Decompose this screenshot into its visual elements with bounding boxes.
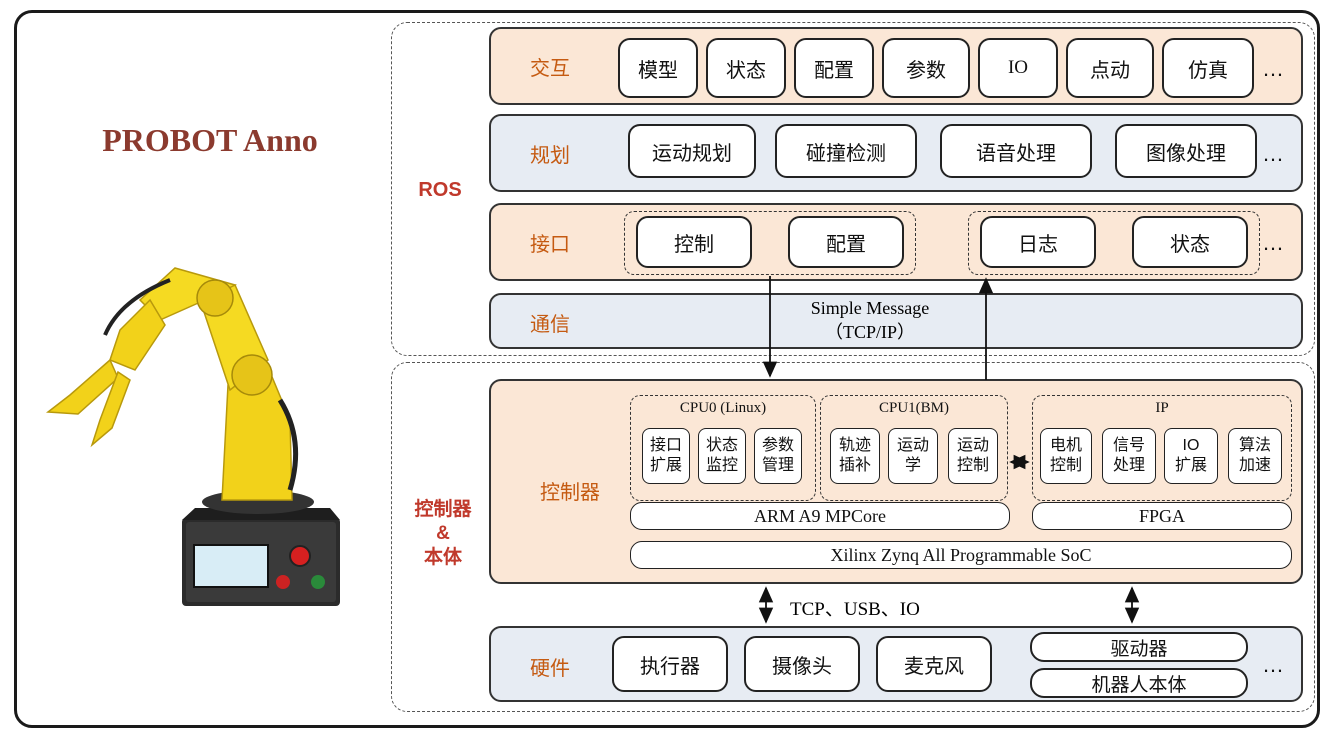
interface-config-box: 配置 bbox=[788, 216, 904, 268]
camera-box: 摄像头 bbox=[744, 636, 860, 692]
soc-bar: Xilinx Zynq All Programmable SoC bbox=[630, 541, 1292, 569]
algorithm-accel-box: 算法 加速 bbox=[1228, 428, 1282, 484]
status-box: 状态 bbox=[706, 38, 786, 98]
controller-body-group bbox=[391, 362, 1315, 712]
interface-layer-label: 接口 bbox=[530, 233, 570, 256]
simulation-box: 仿真 bbox=[1162, 38, 1254, 98]
cpu0-group bbox=[630, 395, 816, 501]
io-box: IO bbox=[978, 38, 1058, 98]
interface-status-box: 状态 bbox=[1132, 216, 1248, 268]
ros-group bbox=[391, 22, 1315, 356]
ip-group bbox=[1032, 395, 1292, 501]
motor-control-box: 电机 控制 bbox=[1040, 428, 1092, 484]
interface-more: … bbox=[1262, 230, 1285, 255]
communication-layer-label: 通信 bbox=[530, 313, 570, 336]
control-box: 控制 bbox=[636, 216, 752, 268]
collision-detection-box: 碰撞检测 bbox=[775, 124, 917, 178]
jog-box: 点动 bbox=[1066, 38, 1154, 98]
log-status-group bbox=[968, 211, 1260, 275]
fpga-bar: FPGA bbox=[1032, 502, 1292, 530]
arm-core-bar: ARM A9 MPCore bbox=[630, 502, 1010, 530]
microphone-box: 麦克风 bbox=[876, 636, 992, 692]
control-config-group bbox=[624, 211, 916, 275]
interaction-more: … bbox=[1262, 56, 1285, 81]
signal-processing-box: 信号 处理 bbox=[1102, 428, 1156, 484]
interaction-layer-label: 交互 bbox=[530, 57, 570, 80]
hardware-layer-label: 硬件 bbox=[530, 657, 570, 680]
product-title: PROBOT Anno bbox=[102, 122, 318, 158]
motion-planning-box: 运动规划 bbox=[628, 124, 756, 178]
trajectory-interp-box: 轨迹 插补 bbox=[830, 428, 880, 484]
actuator-box: 执行器 bbox=[612, 636, 728, 692]
driver-box: 驱动器 bbox=[1030, 632, 1248, 662]
link-label: TCP、USB、IO bbox=[790, 599, 920, 620]
cpu0-title: CPU0 (Linux) bbox=[679, 400, 767, 416]
robot-body-box: 机器人本体 bbox=[1030, 668, 1248, 698]
communication-layer bbox=[489, 293, 1303, 349]
log-box: 日志 bbox=[980, 216, 1096, 268]
simple-message-text: Simple Message （TCP/IP） bbox=[810, 298, 930, 342]
cpu1-title: CPU1(BM) bbox=[878, 400, 949, 416]
kinematics-box: 运动 学 bbox=[888, 428, 938, 484]
ros-label: ROS bbox=[418, 179, 462, 201]
ip-title: IP bbox=[1155, 400, 1169, 416]
planning-layer-label: 规划 bbox=[530, 144, 570, 167]
outer-frame bbox=[14, 10, 1320, 728]
controller-layer-label: 控制器 bbox=[540, 481, 600, 504]
cpu1-group bbox=[820, 395, 1008, 501]
config-box: 配置 bbox=[794, 38, 874, 98]
params-box: 参数 bbox=[882, 38, 970, 98]
image-processing-box: 图像处理 bbox=[1115, 124, 1257, 178]
motion-control-box: 运动 控制 bbox=[948, 428, 998, 484]
controller-body-label: 控制器 & 本体 bbox=[414, 499, 472, 568]
param-management-box: 参数 管理 bbox=[754, 428, 802, 484]
status-monitor-box: 状态 监控 bbox=[698, 428, 746, 484]
interface-extension-box: 接口 扩展 bbox=[642, 428, 690, 484]
planning-more: … bbox=[1262, 141, 1285, 166]
speech-processing-box: 语音处理 bbox=[940, 124, 1092, 178]
hardware-more: … bbox=[1262, 652, 1285, 677]
model-box: 模型 bbox=[618, 38, 698, 98]
io-extension-box: IO 扩展 bbox=[1164, 428, 1218, 484]
